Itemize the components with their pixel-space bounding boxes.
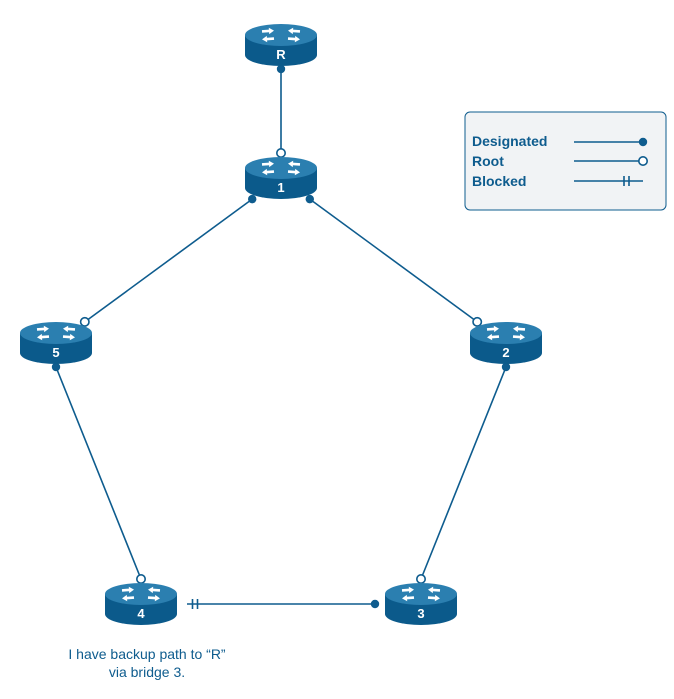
legend-symbol-root	[574, 156, 648, 167]
link-1-5-from-designated-port	[248, 194, 257, 204]
legend-symbols	[574, 137, 648, 186]
router-top	[385, 583, 457, 605]
links-layer	[51, 64, 511, 609]
link-4-3-from-blocked-port	[191, 599, 199, 609]
note-line-1: I have backup path to “R”	[68, 646, 226, 662]
link-5-4-from-designated-port	[51, 362, 61, 372]
router-label: 1	[277, 180, 284, 195]
backup-path-note: I have backup path to “R” via bridge 3.	[68, 646, 226, 680]
router-top	[105, 583, 177, 605]
router-2[interactable]: 2	[470, 322, 542, 364]
router-arrows-icon	[261, 27, 301, 43]
routers-layer: R 1 2 3 4 5	[20, 24, 542, 625]
link-5-4	[51, 362, 147, 584]
router-arrows-icon	[401, 586, 441, 602]
link-5-4-line	[55, 366, 142, 580]
link-4-3-to-designated-port	[370, 599, 380, 609]
router-1[interactable]: 1	[245, 157, 317, 199]
link-r-1-to-root-port	[275, 148, 286, 159]
router-label: 4	[137, 606, 145, 621]
link-4-3	[187, 599, 380, 609]
legend-label-designated: Designated	[472, 133, 547, 149]
link-5-4-to-root-port	[136, 573, 147, 584]
link-2-3	[415, 362, 511, 584]
legend-box	[464, 111, 667, 211]
router-3[interactable]: 3	[385, 583, 457, 625]
legend-label-blocked: Blocked	[472, 173, 526, 189]
router-5[interactable]: 5	[20, 322, 92, 364]
router-arrows-icon	[36, 325, 76, 341]
link-1-2-line	[309, 198, 478, 323]
link-r-1	[275, 64, 286, 159]
link-1-5	[79, 194, 257, 327]
link-1-2-from-designated-port	[305, 194, 314, 204]
link-2-3-line	[420, 366, 507, 580]
router-label: 2	[502, 345, 509, 360]
link-1-2	[305, 194, 483, 327]
link-2-3-to-root-port	[415, 573, 426, 584]
link-1-5-to-root-port	[79, 316, 90, 327]
legend-symbol-blocked	[574, 176, 643, 186]
router-top	[20, 322, 92, 344]
router-top	[470, 322, 542, 344]
note-line-2: via bridge 3.	[109, 664, 185, 680]
router-top	[245, 157, 317, 179]
router-r[interactable]: R	[245, 24, 317, 66]
link-1-2-to-root-port	[472, 316, 483, 327]
link-1-5-line	[84, 198, 253, 323]
legend: Designated Root Blocked	[464, 111, 667, 211]
router-arrows-icon	[486, 325, 526, 341]
legend-symbol-designated	[574, 137, 648, 147]
router-arrows-icon	[121, 586, 161, 602]
link-2-3-from-designated-port	[501, 362, 511, 372]
legend-label-root: Root	[472, 153, 504, 169]
link-r-1-from-designated-port	[276, 64, 286, 74]
router-label: 5	[52, 345, 59, 360]
router-label: 3	[417, 606, 424, 621]
router-4[interactable]: 4	[105, 583, 177, 625]
router-label: R	[276, 47, 286, 62]
router-arrows-icon	[261, 160, 301, 176]
router-top	[245, 24, 317, 46]
